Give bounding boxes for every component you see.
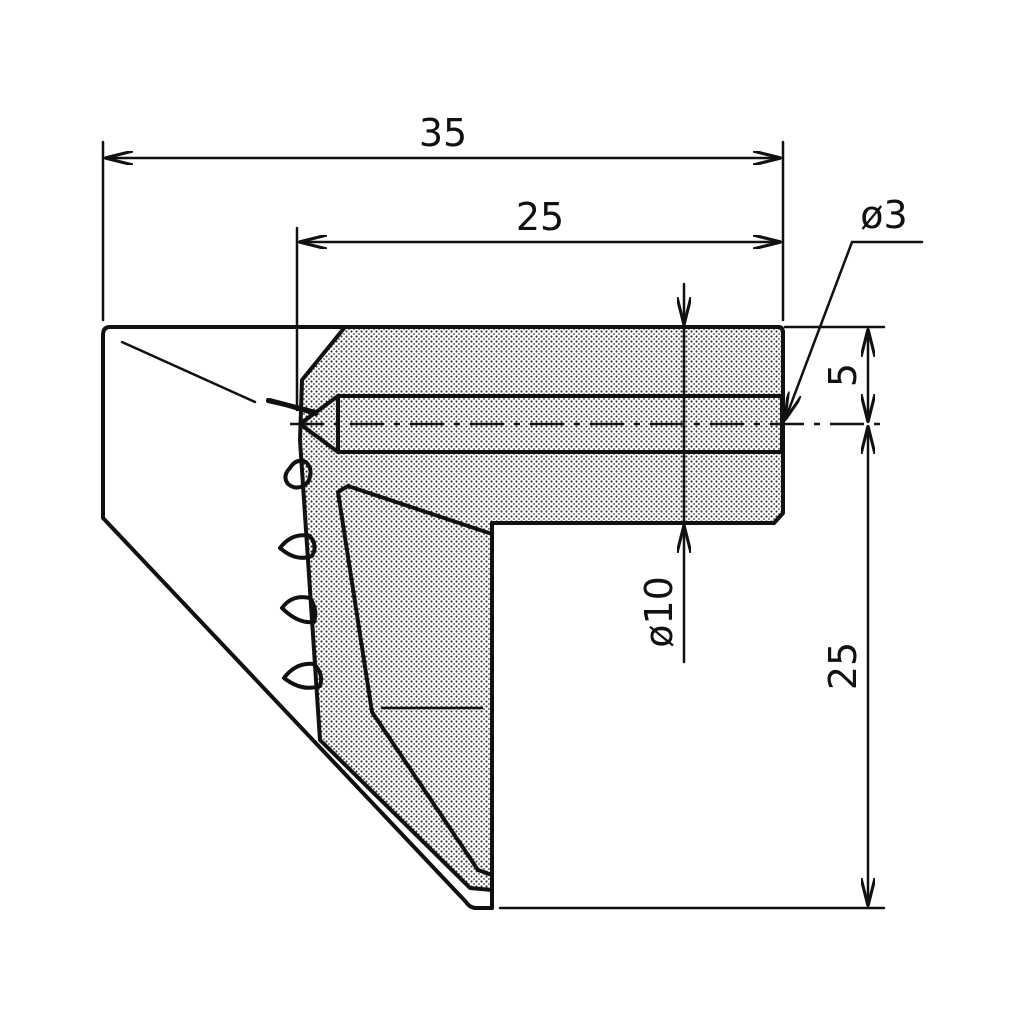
needle-mark: [120, 340, 257, 404]
inner-cavity: [336, 484, 494, 877]
thread-bump-3: [280, 595, 318, 625]
dim-label-diameter-3: ø3: [860, 193, 907, 237]
dim-label-25-height: 25: [821, 642, 865, 690]
needle-line: [266, 398, 318, 416]
leader-diameter-3: [785, 240, 924, 422]
dim-label-35: 35: [419, 111, 467, 155]
thread-bump-1: [283, 458, 313, 490]
dim-label-5: 5: [821, 363, 865, 387]
thread-bump-4: [282, 661, 324, 690]
dim-label-25-bore: 25: [516, 195, 564, 239]
thread-bump-2: [278, 533, 317, 560]
bore-channel: [336, 394, 784, 454]
dim-label-diameter-10: ø10: [637, 576, 681, 648]
hatched-section: [298, 325, 785, 892]
